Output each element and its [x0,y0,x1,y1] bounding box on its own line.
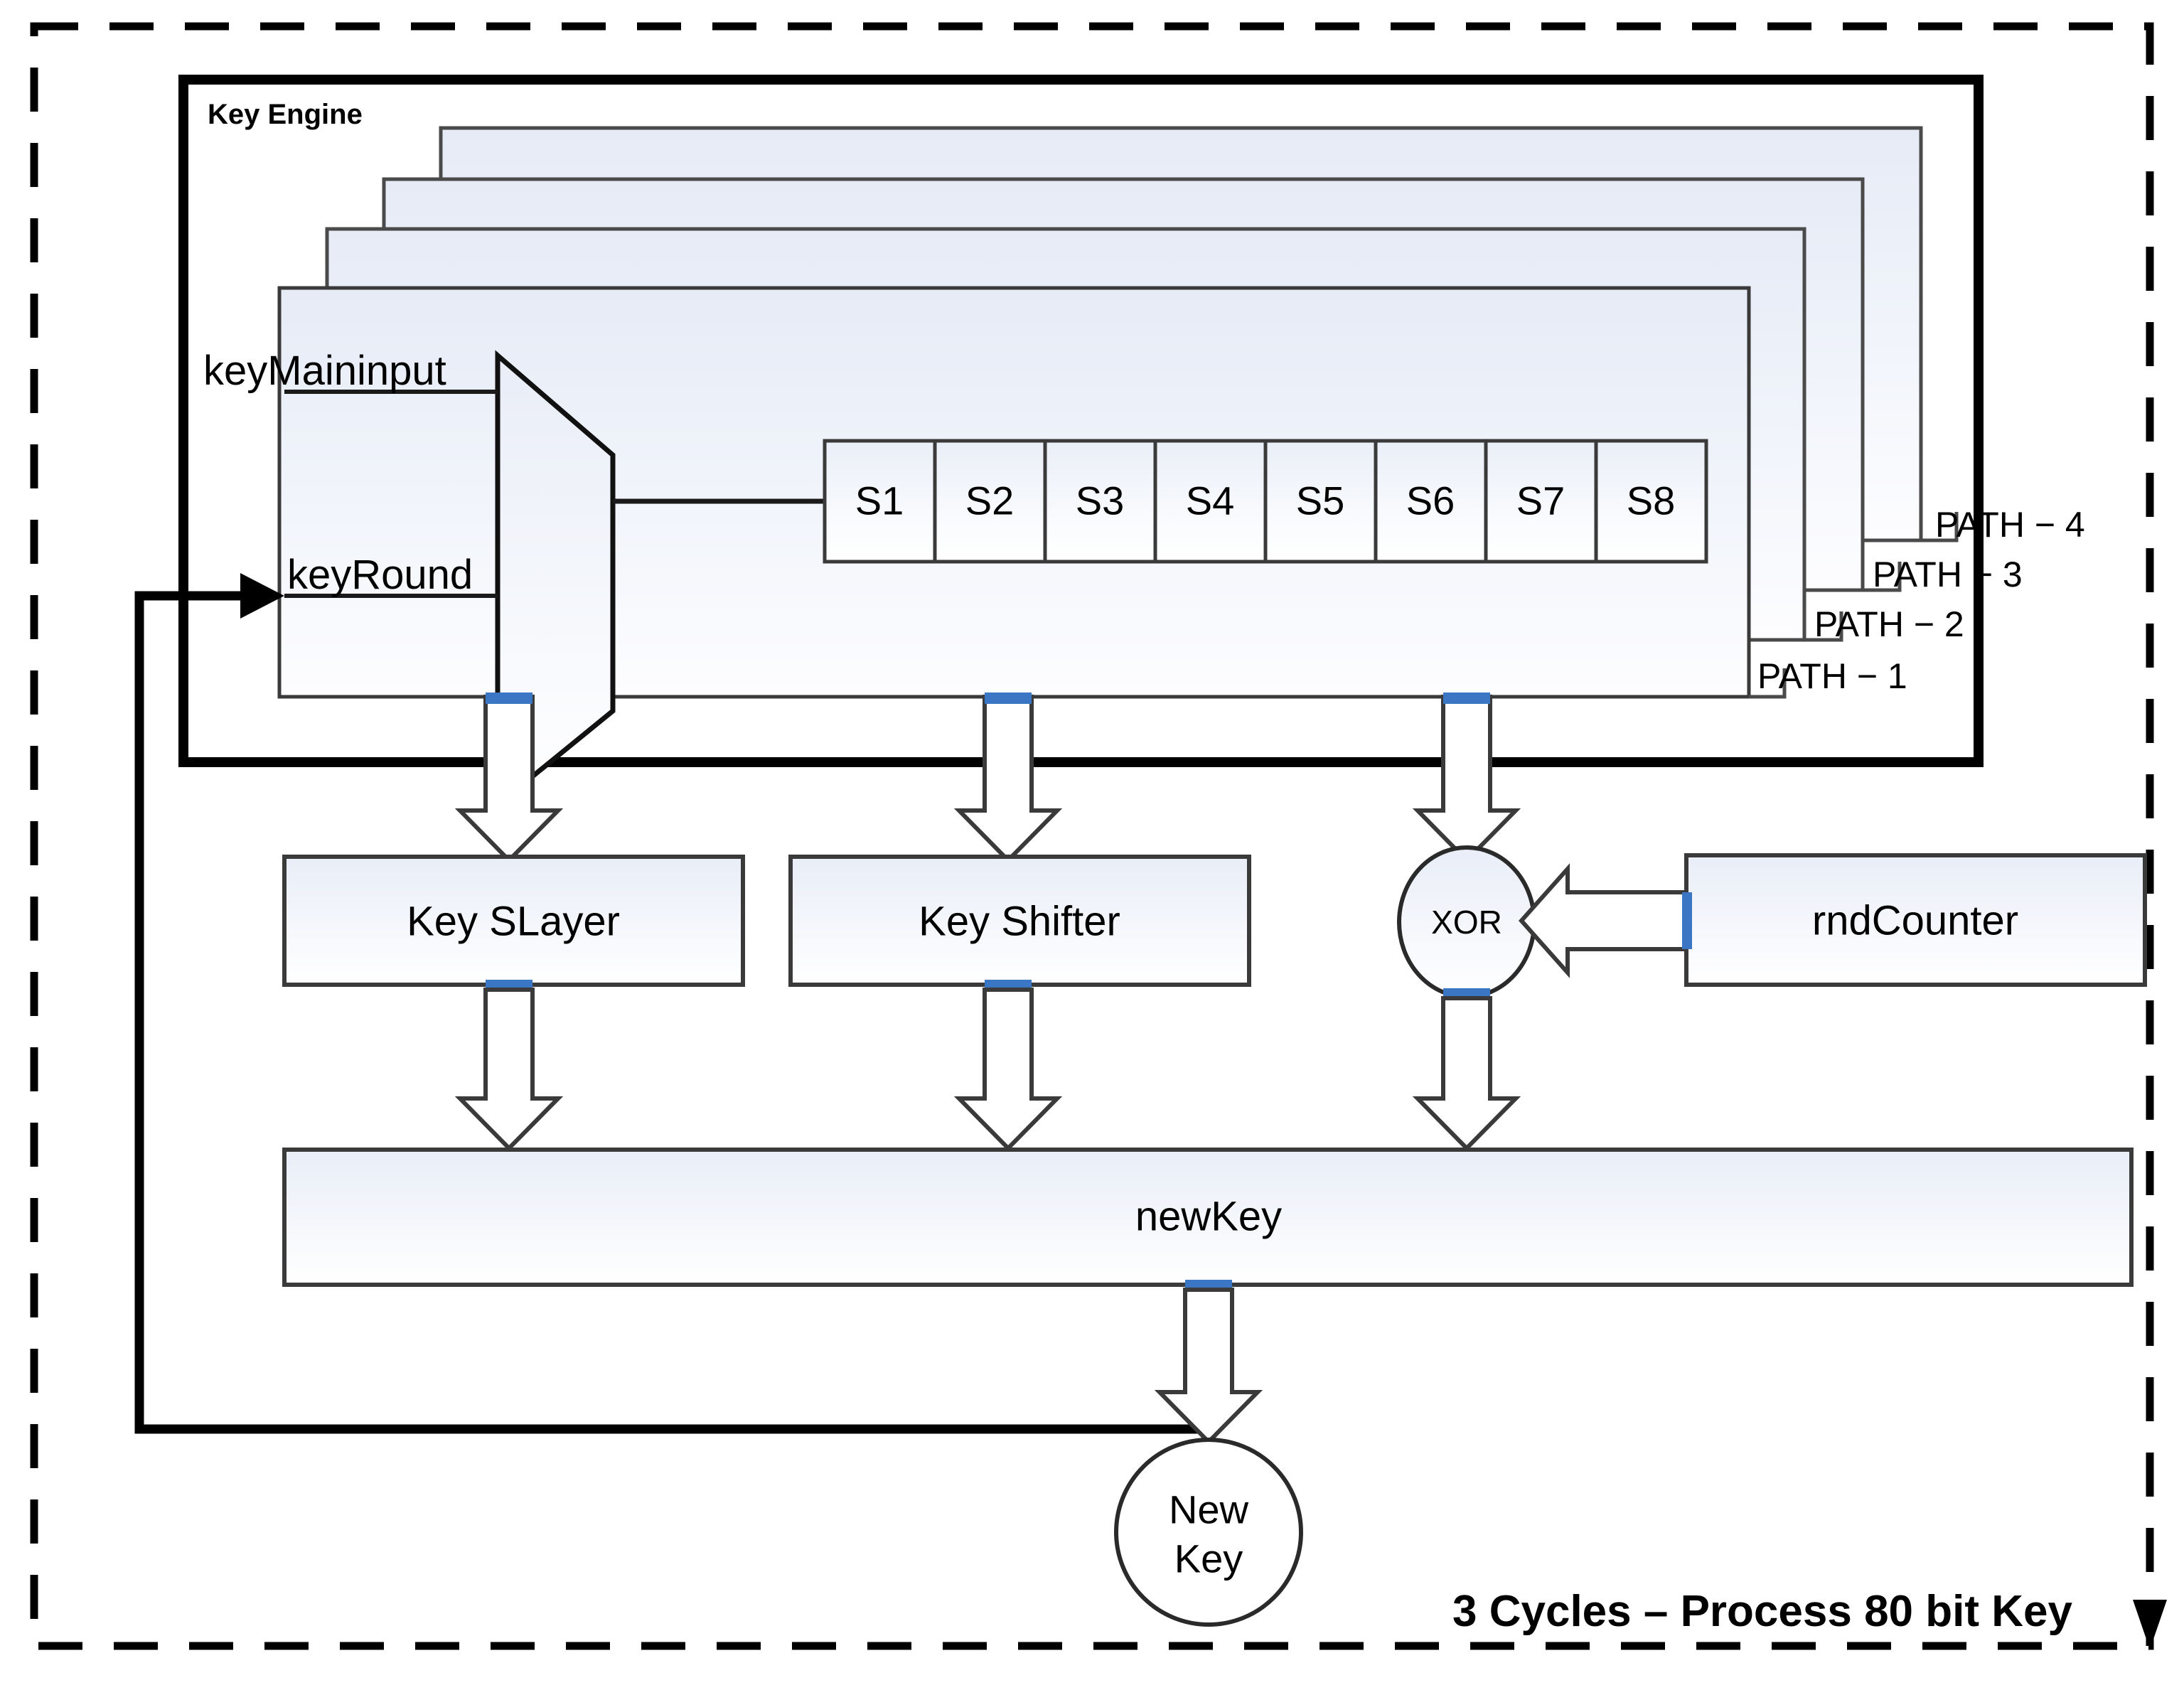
block-arrow-rndcounter-to-xor [1518,863,1692,978]
feedback-loop-path [134,573,1209,1434]
path-label-3: PATH − 3 [1873,555,2023,594]
new-key-terminal [1114,1438,1303,1627]
block-arrow-slayer-to-newkey [454,988,564,1152]
sbox-label-1: S1 [855,478,904,523]
block-arrow-xor-to-newkey [1412,996,1521,1152]
newkey-label: newKey [1135,1193,1283,1240]
path-label-2: PATH − 2 [1814,604,1964,644]
terminal-label-line1: New [1168,1487,1249,1532]
block-arrow-newkey-to-terminal [1154,1288,1263,1445]
rndcounter-label: rndCounter [1811,897,2019,944]
sbox-row [823,439,1708,564]
sbox-label-2: S2 [965,478,1015,523]
block-arrow-to-key-slayer [454,692,564,864]
sbox-label-8: S8 [1626,478,1676,523]
key-engine-border [178,75,1984,767]
key-shifter-label: Key Shifter [919,898,1120,945]
cycles-caption: 3 Cycles – Process 80 bit Key [1452,1587,2072,1636]
key-shifter-box [788,855,1251,990]
sbox-cell-6 [1374,439,1488,564]
path-connector-lines [1749,512,1959,699]
sbox-label-3: S3 [1075,478,1125,523]
key-main-input-label: keyMaininput [203,348,446,394]
sbox-cell-8 [1594,439,1708,564]
sbox-label-7: S7 [1516,478,1565,523]
block-arrow-shifter-to-newkey [953,988,1063,1152]
sbox-label-4: S4 [1185,478,1235,523]
key-round-input-label: keyRound [287,552,473,598]
block-arrow-to-xor [1412,692,1521,864]
path-label-1: PATH − 1 [1757,656,1907,696]
block-arrow-to-key-shifter [953,692,1063,864]
caption-down-arrow-icon [2133,1600,2167,1649]
terminal-label-line2: Key [1174,1536,1243,1581]
key-slayer-box [282,855,745,990]
outer-dashed-boundary [30,22,2154,1650]
sbox-cell-7 [1484,439,1598,564]
mux-input-wires [284,390,498,598]
rndcounter-box [1684,853,2147,987]
path-label-4: PATH − 4 [1935,505,2085,545]
key-engine-title: Key Engine [208,99,363,130]
sbox-cell-5 [1263,439,1378,564]
key-slayer-label: Key SLayer [407,898,620,945]
sbox-label-6: S6 [1406,478,1455,523]
sbox-label-5: S5 [1295,478,1345,523]
xor-label: XOR [1431,903,1502,941]
newkey-bar [282,1148,2134,1290]
